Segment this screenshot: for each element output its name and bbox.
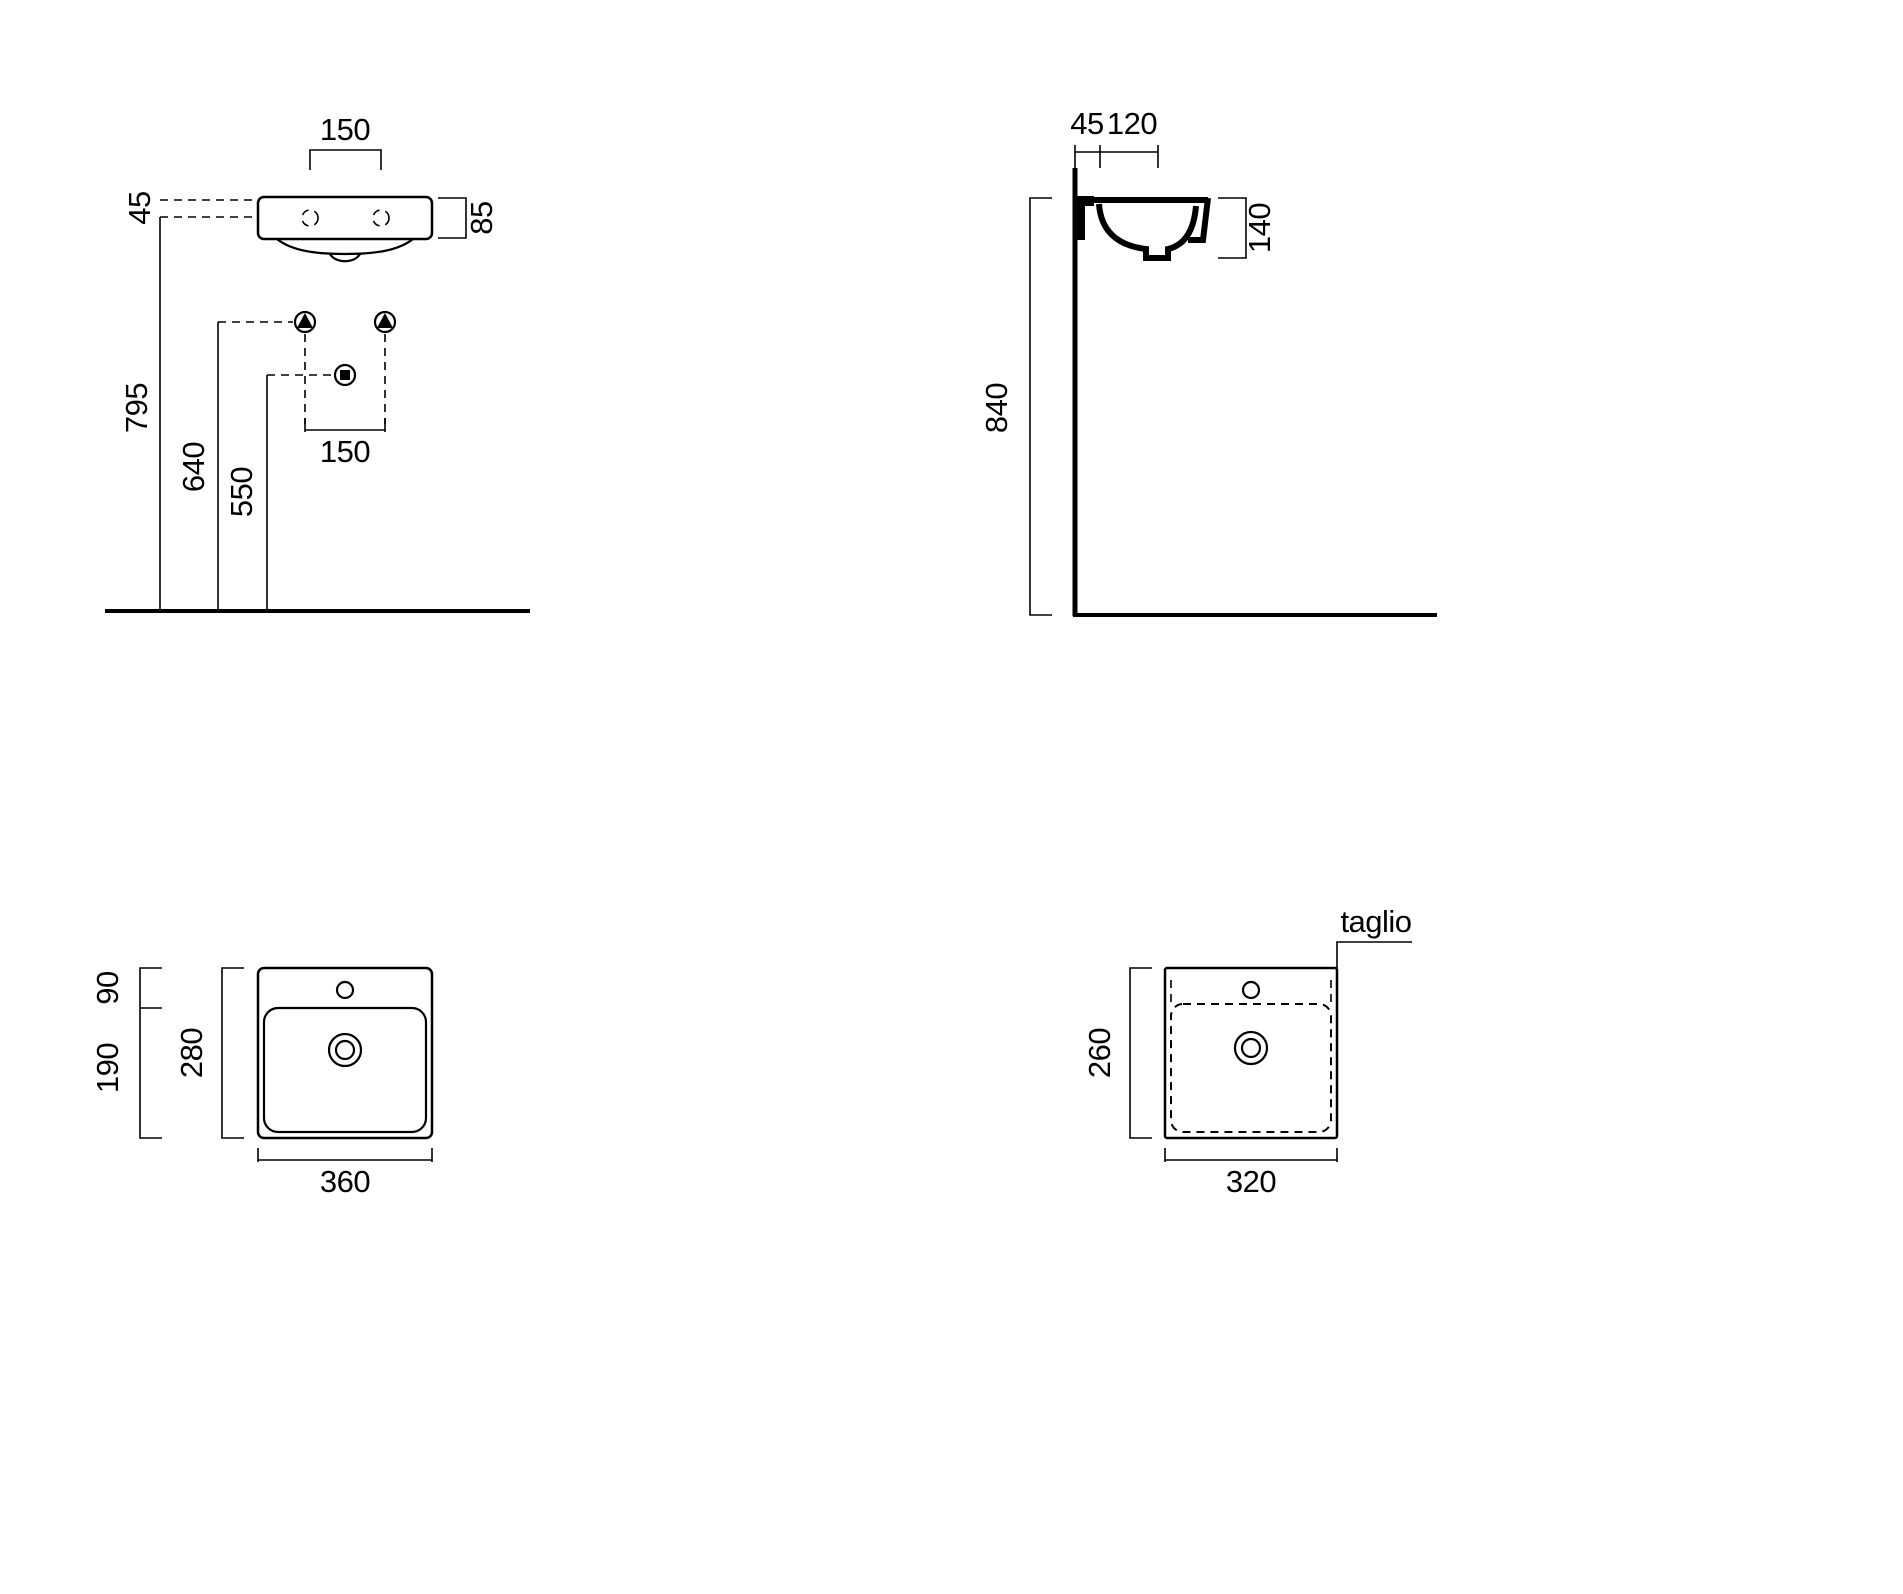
plan-basin-outer: [256, 966, 434, 1140]
dim-label-tap-ledge-depth: 120: [1107, 106, 1157, 141]
front-tap-hole-right: [372, 209, 390, 227]
side-basin-front-edge: [1188, 197, 1211, 243]
plan-cut-bowl-dashed: [1170, 1003, 1332, 1133]
plan-cut-bowl-dashed-extensions: [1170, 975, 1332, 1002]
cut-leader-line: [1336, 941, 1412, 968]
dim-label-cut-depth: 260: [1082, 1028, 1117, 1078]
plan-cut-view: taglio 260 320: [1082, 904, 1412, 1199]
dim-bracket-cut-width: [1164, 1148, 1338, 1162]
side-section-view: 45 120 140 840: [979, 106, 1437, 617]
plan-tap-hole: [335, 980, 355, 1000]
dim-label-fixing-spacing: 150: [320, 434, 370, 469]
dim-label-basin-section-depth: 140: [1242, 203, 1277, 253]
dim-bracket-tap-offset-and-bowl: [139, 967, 162, 1139]
dim-bracket-cut-depth: [1129, 967, 1152, 1139]
dim-label-bowl-inner-depth: 190: [90, 1043, 125, 1093]
plan-cut-drain-outer: [1233, 1030, 1269, 1066]
plan-cut-drain-inner: [1240, 1037, 1262, 1059]
dim-label-drain-height: 550: [224, 467, 259, 517]
side-basin-back-fixing: [1077, 196, 1094, 240]
dim-bracket-wall-gap-and-ledge: [1074, 145, 1159, 168]
dim-label-rim-height: 795: [119, 383, 154, 433]
dim-label-bowl-depth: 280: [174, 1028, 209, 1078]
dim-label-rim-thickness: 85: [464, 201, 499, 234]
drain-point-symbol: [333, 363, 357, 387]
dim-label-fixing-height: 640: [176, 442, 211, 492]
front-basin-drain-notch: [329, 253, 361, 263]
dim-label-tap-spacing-top: 150: [320, 112, 370, 147]
plan-bowl-inner: [262, 1006, 428, 1134]
front-tap-hole-left: [301, 209, 319, 227]
dim-bracket-fixing-spacing: [304, 418, 386, 432]
dim-label-tap-offset: 90: [90, 971, 125, 1005]
dim-bracket-tap-spacing-top: [309, 149, 382, 170]
side-basin-bowl-section: [1096, 203, 1199, 261]
plan-view: 90 190 280 360: [90, 966, 434, 1199]
front-elevation-view: 150 45 85 150 795 640 550: [105, 112, 530, 613]
dim-dashed-lines-rim-to-tap: [160, 199, 256, 218]
front-basin-underside: [276, 238, 414, 256]
dim-label-rim-to-tap: 45: [122, 191, 157, 224]
dim-bracket-basin-section-depth: [1218, 197, 1247, 259]
dim-label-side-rim-height: 840: [979, 383, 1014, 433]
fixing-connector-dashed-lines: [218, 321, 386, 424]
plan-drain-outer: [327, 1032, 363, 1068]
cut-label: taglio: [1340, 904, 1411, 939]
dim-bracket-side-rim-height: [1029, 197, 1052, 616]
dim-bracket-plan-width: [257, 1148, 433, 1162]
dim-label-wall-gap: 45: [1070, 106, 1103, 141]
dim-bracket-bowl-depth: [221, 967, 244, 1139]
dim-bracket-rim-thickness: [438, 197, 467, 239]
plan-drain-inner: [334, 1039, 356, 1061]
fixing-point-symbol-left: [293, 310, 317, 334]
fixing-point-symbol-right: [373, 310, 397, 334]
plan-cut-tap-hole: [1241, 980, 1261, 1000]
dim-label-cut-width: 320: [1226, 1164, 1276, 1199]
dim-label-plan-width: 360: [320, 1164, 370, 1199]
front-basin-body: [256, 195, 434, 241]
